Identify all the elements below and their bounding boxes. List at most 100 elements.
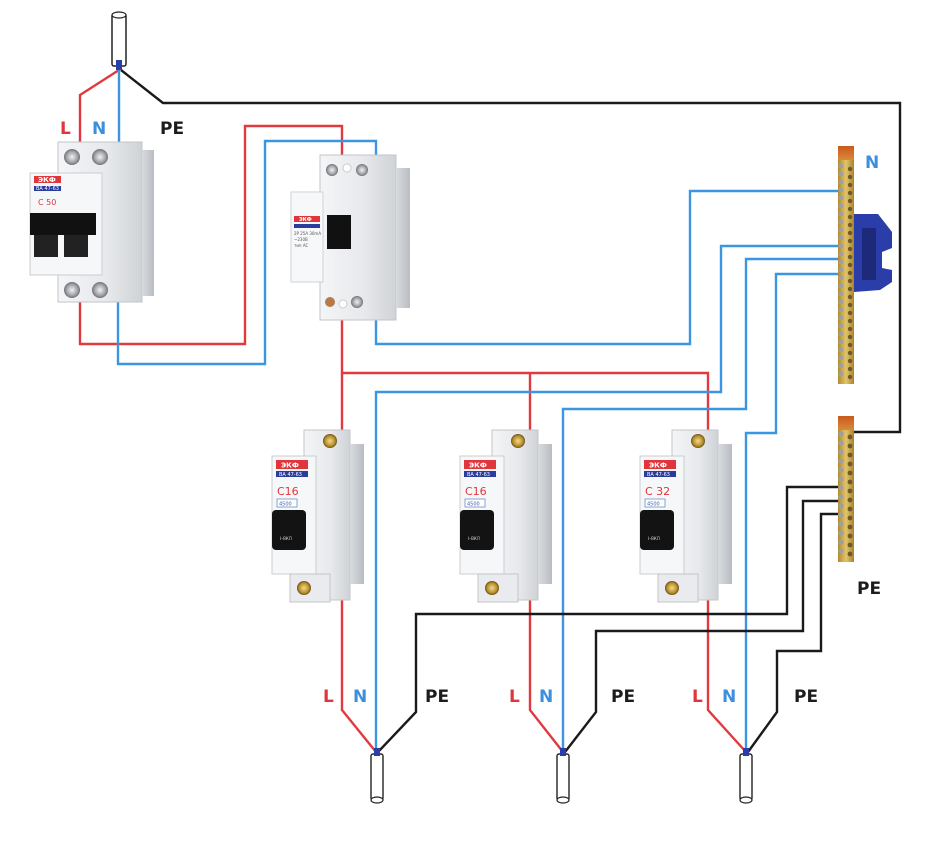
busbar-screw-icon	[838, 548, 844, 554]
screw-terminal-icon	[326, 164, 338, 176]
pe-busbar	[838, 416, 854, 562]
input-line-label: L	[60, 119, 71, 139]
busbar-screw-icon	[838, 259, 844, 265]
busbar-screw-icon	[847, 190, 853, 196]
busbar-screw-icon	[847, 174, 853, 180]
main-breaker-handle[interactable]	[30, 213, 96, 235]
breaker-brand: ЭКФ	[469, 462, 487, 470]
busbar-screw-icon	[838, 503, 844, 509]
busbar-screw-icon	[847, 533, 853, 539]
busbar-screw-icon	[847, 452, 853, 458]
busbar-screw-icon	[847, 230, 853, 236]
busbar-screw-icon	[838, 227, 844, 233]
breaker-rating: С16	[277, 485, 299, 498]
busbar-screw-icon	[847, 326, 853, 332]
outlet-neutral-label: N	[539, 687, 553, 707]
breaker-breaking-capacity: 4500	[279, 502, 292, 508]
busbar-screw-icon	[838, 323, 844, 329]
busbar-screw-icon	[847, 358, 853, 364]
pe-busbar-label: PE	[857, 579, 881, 599]
n-busbar-to-outlet-1-wire	[374, 244, 838, 752]
breaker-model: ВА 47-63	[467, 472, 490, 478]
busbar-screw-icon	[847, 286, 853, 292]
busbar-screw-icon	[847, 294, 853, 300]
input-cable	[111, 11, 127, 70]
input-neutral-label: N	[92, 119, 106, 139]
screw-terminal-icon	[356, 164, 368, 176]
busbar-screw-icon	[847, 497, 853, 503]
busbar-screw-icon	[838, 163, 844, 169]
breaker-handle[interactable]	[272, 510, 306, 550]
busbar-screw-icon	[847, 524, 853, 530]
outlet-cable-2	[556, 748, 570, 804]
outlet-neutral-label: N	[353, 687, 367, 707]
busbar-screw-icon	[847, 515, 853, 521]
screw-terminal-icon	[691, 434, 705, 448]
busbar-screw-icon	[847, 443, 853, 449]
n-busbar-to-outlet-2-wire	[561, 257, 838, 752]
busbar-screw-icon	[847, 254, 853, 260]
busbar-screw-icon	[847, 366, 853, 372]
pe-busbar-to-outlet-2-wire	[564, 499, 838, 753]
busbar-screw-icon	[838, 291, 844, 297]
breaker-rating: С 32	[645, 485, 670, 498]
outlet-cable-3	[739, 748, 753, 804]
busbar-screw-icon	[847, 206, 853, 212]
busbar-screw-icon	[847, 542, 853, 548]
main-breaker[interactable]: ЭКФ ВА 47-63 С 50	[29, 141, 154, 303]
busbar-screw-icon	[838, 243, 844, 249]
busbar-screw-icon	[847, 198, 853, 204]
busbar-screw-icon	[838, 219, 844, 225]
rcd-spec-line: 2P 25А 30mA	[294, 231, 321, 236]
rcd-handle[interactable]	[327, 215, 351, 249]
pe-busbar-to-outlet-3-wire	[747, 512, 838, 753]
busbar-screw-icon	[847, 278, 853, 284]
main-to-rcd-neutral-wire	[116, 139, 378, 366]
breaker-handle[interactable]	[460, 510, 494, 550]
outlet-line-label: L	[323, 687, 334, 707]
busbar-screw-icon	[838, 283, 844, 289]
busbar-screw-icon	[838, 440, 844, 446]
busbar-screw-icon	[847, 214, 853, 220]
neutral-busbar	[838, 146, 892, 384]
busbar-screw-icon	[847, 166, 853, 172]
breaker-handle-text: I–ВКЛ	[280, 536, 292, 541]
busbar-screw-icon	[838, 521, 844, 527]
breaker-handle[interactable]	[640, 510, 674, 550]
busbar-screw-icon	[838, 530, 844, 536]
busbar-screw-icon	[847, 318, 853, 324]
busbar-screw-icon	[838, 315, 844, 321]
wires	[78, 68, 902, 753]
busbar-screw-icon	[847, 222, 853, 228]
busbar-screw-icon	[847, 470, 853, 476]
rcd[interactable]: ЭКФ 2P 25А 30mA ~230В тип АС	[290, 154, 410, 321]
screw-terminal-icon	[665, 581, 679, 595]
busbar-screw-icon	[838, 539, 844, 545]
busbar-screw-icon	[838, 363, 844, 369]
breaker-1-line-out-wire	[340, 595, 377, 753]
main-breaker-brand: ЭКФ	[38, 176, 56, 184]
outlet-pe-label: PE	[425, 687, 449, 707]
busbar-screw-icon	[838, 299, 844, 305]
breaker-brand: ЭКФ	[281, 462, 299, 470]
breaker-2-line-out-wire	[528, 595, 564, 753]
busbar-screw-icon	[838, 371, 844, 377]
breaker-3-line-out-wire	[706, 595, 747, 753]
n-busbar-to-outlet-3-wire	[744, 272, 838, 752]
screw-terminal-icon	[92, 282, 108, 298]
busbar-screw-icon	[847, 551, 853, 557]
outlet-pe-label: PE	[611, 687, 635, 707]
busbar-screw-icon	[838, 275, 844, 281]
screw-terminal-icon	[485, 581, 499, 595]
busbar-screw-icon	[847, 342, 853, 348]
busbar-screw-icon	[847, 262, 853, 268]
busbar-screw-icon	[838, 251, 844, 257]
outlet-cable-1	[370, 748, 384, 804]
breaker-handle-text: I–ВКЛ	[468, 536, 480, 541]
input-pe-label: PE	[160, 119, 184, 139]
busbar-screw-icon	[838, 431, 844, 437]
